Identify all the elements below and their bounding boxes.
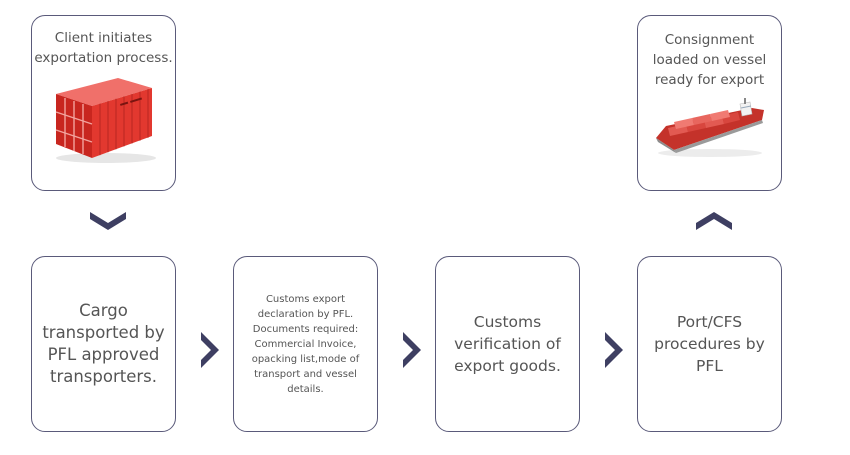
- step-customs-verification-text: Customs verification of export goods.: [454, 313, 561, 375]
- step-client-initiates: Client initiates exportation process.: [31, 15, 176, 191]
- chevron-down-icon: [90, 212, 126, 230]
- step-cargo-transport-text: Cargo transported by PFL approved transp…: [42, 301, 165, 386]
- step-port-procedures-text: Port/CFS procedures by PFL: [654, 313, 765, 375]
- step-customs-verification: Customs verification of export goods.: [435, 256, 580, 432]
- chevron-up-icon: [696, 212, 732, 230]
- step-cargo-transport: Cargo transported by PFL approved transp…: [31, 256, 176, 432]
- step-consignment-loaded: Consignment loaded on vessel ready for e…: [637, 15, 782, 191]
- shipping-container-icon: [55, 78, 156, 163]
- cargo-ship-icon: [655, 98, 764, 157]
- step-customs-declaration-text: Customs export declaration by PFL. Docum…: [251, 293, 360, 395]
- chevron-right-icon: [403, 332, 421, 368]
- chevron-right-icon: [201, 332, 219, 368]
- step-customs-declaration: Customs export declaration by PFL. Docum…: [233, 256, 378, 432]
- step-consignment-loaded-text: Consignment loaded on vessel ready for e…: [652, 32, 767, 88]
- step-port-procedures: Port/CFS procedures by PFL: [637, 256, 782, 432]
- chevron-right-icon: [605, 332, 623, 368]
- step-client-initiates-text: Client initiates exportation process.: [34, 30, 173, 66]
